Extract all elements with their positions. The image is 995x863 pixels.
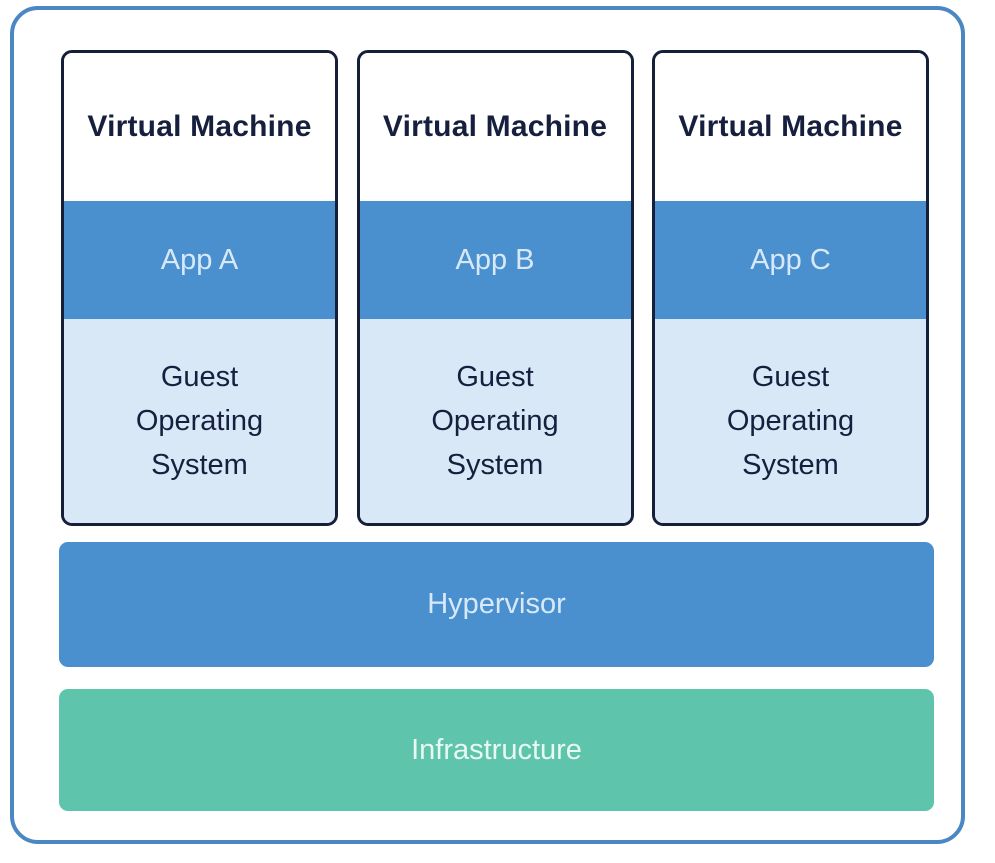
app-band: App C [655,201,926,319]
hypervisor-label: Hypervisor [427,588,566,620]
app-band: App B [359,201,631,319]
vm-box-1: Virtual Machine App A Guest Operating Sy… [61,50,338,526]
vm-box-2: Virtual Machine App B Guest Operating Sy… [356,50,634,526]
hypervisor-layer: Hypervisor [59,542,934,667]
app-label: App A [160,243,239,276]
guest-os-band: Guest Operating System [64,319,335,523]
app-label: App C [750,243,831,276]
app-label: App B [455,243,535,276]
app-band: App A [64,201,335,319]
vm-title: Virtual Machine [655,53,926,201]
vm-box-3: Virtual Machine App C Guest Operating Sy… [652,50,929,526]
infrastructure-label: Infrastructure [411,733,582,766]
guest-os-band: Guest Operating System [655,319,926,523]
vm-row: Virtual Machine App A Guest Operating Sy… [61,50,929,526]
infrastructure-layer: Infrastructure [59,689,934,811]
guest-os-label: Guest Operating System [726,361,855,481]
vm-title: Virtual Machine [64,53,335,201]
diagram-frame: Virtual Machine App A Guest Operating Sy… [10,6,965,844]
guest-os-label: Guest Operating System [135,361,264,481]
guest-os-label: Guest Operating System [431,361,559,481]
vm-title: Virtual Machine [359,53,631,201]
guest-os-band: Guest Operating System [359,319,631,523]
